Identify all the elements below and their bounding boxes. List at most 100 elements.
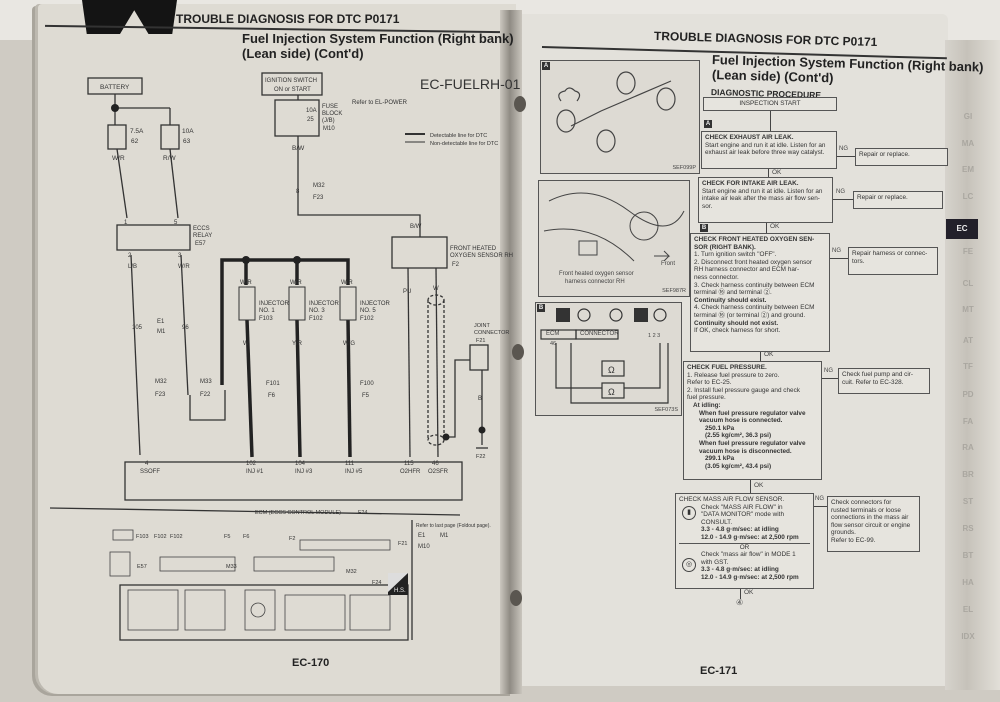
index-tab-br[interactable]: BR: [962, 470, 974, 479]
ng-action-box: Repair harness or connec- tors.: [848, 247, 938, 275]
flow-step-fuel-pressure: CHECK FUEL PRESSURE. 1. Release fuel pre…: [683, 361, 822, 480]
ng-action-box: Repair or replace.: [853, 191, 943, 209]
diagram-code: EC-FUELRH-01: [420, 76, 521, 92]
photo-caption: Front heated oxygen sensor: [559, 271, 634, 277]
index-tab-st[interactable]: ST: [962, 497, 974, 506]
index-tab-rs[interactable]: RS: [962, 524, 974, 533]
ecm-terminal-number: 111: [345, 461, 355, 467]
step-text: Refer to EC-25.: [687, 379, 732, 387]
ecm-terminal-name: SSOFF: [140, 469, 160, 475]
ecm-terminal-number: 104: [295, 461, 306, 467]
step-text: 3. Check harness continuity between ECM: [694, 281, 815, 289]
step-text: "DATA MONITOR" mode with: [701, 511, 785, 519]
connector-id: F103: [259, 316, 273, 322]
flow-arrow: [760, 352, 761, 361]
injector-label: INJECTOR: [309, 301, 340, 307]
ng-action: Check fuel pump and cir-: [842, 371, 914, 378]
ng-action: tors.: [852, 257, 865, 265]
ng-action: Check connectors for: [831, 499, 892, 506]
index-tab-fe[interactable]: FE: [962, 247, 974, 256]
figure-exhaust-leak: A SEF099P: [540, 60, 700, 174]
ecm-box: [124, 461, 463, 501]
ng-label: NG: [832, 248, 841, 254]
index-tab-ha[interactable]: HA: [962, 578, 974, 587]
wire-color: B: [478, 396, 482, 402]
wire-color: B/W: [410, 224, 422, 230]
ecm-terminal-name: INJ #1: [246, 469, 264, 475]
ok-label: OK: [764, 351, 774, 358]
index-tab-ma[interactable]: MA: [961, 139, 975, 148]
ng-action: Repair or replace.: [857, 194, 908, 201]
index-tab-cl[interactable]: CL: [962, 279, 974, 288]
connector-id: F23: [313, 195, 324, 201]
step-title: CHECK FOR INTAKE AIR LEAK.: [702, 180, 799, 187]
pin: 5: [174, 220, 178, 226]
index-tab-lc[interactable]: LC: [962, 192, 974, 201]
step-spec: Continuity should exist.: [694, 296, 767, 304]
ok-label: OK: [772, 169, 782, 176]
connector-view-id: M32: [346, 569, 357, 575]
step-spec: 3.3 - 4.8 g·m/sec: at idling: [701, 526, 779, 534]
ng-action: cuit. Refer to EC-328.: [842, 378, 904, 386]
index-tab-ec[interactable]: EC: [946, 219, 978, 239]
connector-id: E1: [418, 533, 426, 539]
index-tab-el[interactable]: EL: [962, 605, 974, 614]
step-title: CHECK FUEL PRESSURE.: [687, 364, 767, 371]
ng-action: Repair or replace.: [859, 151, 910, 158]
ground-connector-id: F22: [476, 454, 485, 460]
index-tab-bt[interactable]: BT: [962, 551, 974, 560]
or-divider: OR: [679, 542, 810, 552]
pin: 96: [182, 325, 189, 331]
connector-id: F23: [155, 392, 166, 398]
ng-arrow: [837, 156, 855, 157]
wire-color: W: [433, 286, 439, 292]
flow-arrow: [750, 480, 751, 493]
page-number-right: EC-171: [700, 665, 738, 677]
index-tab-tf[interactable]: TF: [963, 362, 973, 371]
binder-hole: [514, 96, 526, 112]
step-text: 1. Turn ignition switch "OFF".: [694, 251, 777, 259]
detectable-lines: [220, 258, 352, 458]
injector-label: INJECTOR: [259, 301, 290, 307]
refer-el-power: Refer to EL-POWER: [352, 100, 408, 106]
hs-badge: H.S.: [388, 573, 408, 595]
ng-action: Refer to EC-99.: [831, 536, 876, 544]
step-spec: 3.3 - 4.8 g·m/sec: at idling: [701, 566, 779, 574]
index-tab-ra[interactable]: RA: [962, 443, 974, 452]
index-tab-mt[interactable]: MT: [962, 305, 974, 314]
ng-arrow: [822, 378, 838, 379]
wire-color: W/R: [290, 280, 302, 286]
step-text: Check "MASS AIR FLOW" in: [701, 503, 783, 511]
step-spec: 12.0 - 14.9 g·m/sec: at 2,500 rpm: [701, 573, 799, 581]
step-text: fuel pressure.: [687, 394, 726, 402]
index-tab-idx[interactable]: IDX: [961, 632, 975, 641]
index-tab-at[interactable]: AT: [962, 336, 974, 345]
wire-color: R/W: [163, 155, 177, 162]
flow-arrow: [766, 223, 767, 233]
connector-grid-icons: [109, 529, 391, 631]
index-tab-pd[interactable]: PD: [962, 390, 974, 399]
step-title: CHECK MASS AIR FLOW SENSOR.: [679, 496, 785, 503]
flow-step-o2-sensor: CHECK FRONT HEATED OXYGEN SEN- SOR (RIGH…: [690, 233, 830, 352]
fuse-block-label: (J/B): [322, 118, 335, 124]
fuse-block-box: [274, 99, 320, 137]
connector-view-id: F102: [154, 534, 167, 540]
svg-text:Ω: Ω: [608, 387, 615, 397]
ignition-switch-label-2: ON or START: [274, 87, 311, 93]
wire-color: W/G: [343, 341, 355, 347]
joint-connector-label: JOINT: [474, 323, 491, 329]
consult-icon: ▮: [682, 506, 696, 520]
wire-color: W/R: [112, 155, 125, 162]
ng-arrow: [814, 506, 827, 507]
index-tab-gi[interactable]: GI: [963, 112, 973, 121]
refer-foldout: Refer to last page (Foldout page).: [416, 523, 491, 529]
fuse-number: 63: [183, 138, 191, 145]
connector-view-id: F103: [136, 534, 149, 540]
index-tab-em[interactable]: EM: [962, 165, 974, 174]
step-spec: vacuum hose is disconnected.: [699, 447, 792, 455]
index-tab-fa[interactable]: FA: [962, 417, 974, 426]
injector-number: NO. 1: [259, 308, 275, 314]
connector-id: M1: [157, 329, 166, 335]
ng-action: Repair harness or connec-: [852, 250, 928, 257]
